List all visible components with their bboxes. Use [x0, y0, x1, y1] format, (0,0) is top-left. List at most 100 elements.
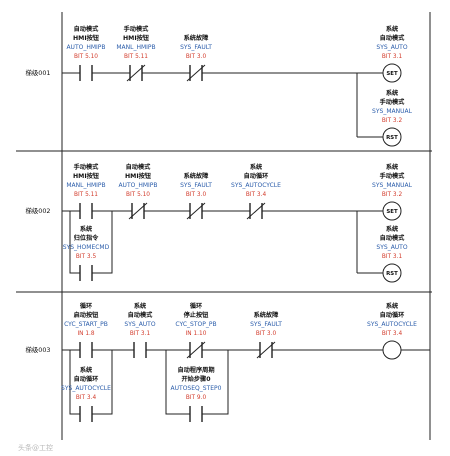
- wire: [202, 350, 229, 415]
- element-name: 自动模式: [74, 25, 100, 33]
- element-address: BIT 5.10: [126, 192, 150, 198]
- element-name: 系统: [80, 225, 93, 233]
- element-address: BIT 5.11: [74, 192, 98, 198]
- element-address: BIT 9.0: [186, 395, 207, 401]
- element-tag: SYS_MANUAL: [372, 182, 413, 189]
- element-tag: MANL_HMIPB: [66, 182, 105, 189]
- element-tag: SYS_FAULT: [180, 44, 212, 51]
- contact-sys-fault[interactable]: 系统故障 SYS_FAULT BIT 3.0: [180, 172, 212, 221]
- element-name: 系统故障: [184, 34, 210, 42]
- element-address: BIT 5.10: [74, 54, 98, 60]
- element-tag: CYC_STOP_PB: [175, 321, 216, 328]
- element-address: BIT 3.0: [186, 54, 207, 60]
- rung-label: 梯级001: [26, 68, 51, 77]
- coil-type-label: RST: [386, 271, 398, 277]
- element-name: 归位指令: [74, 234, 100, 242]
- element-name: 系统: [386, 302, 399, 310]
- element-name: 自动程序周期: [177, 366, 214, 374]
- element-name: 系统: [386, 25, 399, 33]
- element-address: BIT 3.2: [382, 118, 403, 124]
- element-tag: SYS_AUTO: [124, 321, 155, 328]
- element-tag: AUTO_HMIPB: [118, 182, 157, 189]
- element-address: BIT 3.2: [382, 192, 403, 198]
- element-address: BIT 3.4: [76, 395, 97, 401]
- rung-label: 梯级003: [26, 345, 51, 354]
- element-name: 手动模式: [74, 163, 100, 171]
- element-name: 启动按钮: [74, 311, 100, 319]
- element-address: IN 1.8: [77, 331, 94, 337]
- element-tag: CYC_START_PB: [64, 321, 108, 328]
- element-tag: SYS_FAULT: [180, 182, 212, 189]
- element-name: 手动模式: [124, 25, 150, 33]
- element-address: BIT 3.0: [186, 192, 207, 198]
- element-name: 自动模式: [128, 311, 154, 319]
- element-name: 系统: [386, 163, 399, 171]
- rung-label: 梯级002: [26, 206, 51, 215]
- element-name: 自动循环: [244, 172, 269, 180]
- element-name: 手动模式: [380, 172, 406, 180]
- element-name: HMI按钮: [73, 34, 100, 42]
- element-tag: SYS_FAULT: [250, 321, 282, 328]
- contact-sys-fault[interactable]: 系统故障 SYS_FAULT BIT 3.0: [180, 34, 212, 83]
- wire: [69, 211, 80, 274]
- element-tag: SYS_HOMECMD: [63, 244, 110, 251]
- element-tag: SYS_AUTOCYCLE: [231, 182, 281, 189]
- element-name: HMI按钮: [73, 172, 100, 180]
- element-address: BIT 5.11: [124, 54, 148, 60]
- element-tag: AUTOSEQ_STEP0: [171, 385, 222, 392]
- wire: [165, 350, 190, 415]
- element-address: BIT 3.1: [382, 254, 403, 260]
- element-tag: MANL_HMIPB: [116, 44, 155, 51]
- element-address: BIT 3.4: [246, 192, 267, 198]
- element-name: 循环: [80, 302, 92, 310]
- element-name: 系统: [386, 89, 399, 97]
- element-name: 系统: [250, 163, 263, 171]
- element-address: BIT 3.4: [382, 331, 403, 337]
- element-name: 循环: [190, 302, 202, 310]
- element-name: HMI按钮: [125, 172, 152, 180]
- element-name: 自动模式: [126, 163, 152, 171]
- coil-type-label: RST: [386, 135, 398, 141]
- element-name: 系统: [386, 225, 399, 233]
- element-name: HMI按钮: [123, 34, 150, 42]
- element-address: BIT 3.1: [382, 54, 403, 60]
- element-tag: SYS_AUTO: [376, 244, 407, 251]
- element-tag: SYS_AUTOCYCLE: [61, 385, 111, 392]
- element-name: 停止按钮: [184, 311, 210, 319]
- element-address: BIT 3.1: [130, 331, 151, 337]
- element-name: 自动循环: [380, 311, 405, 319]
- element-tag: SYS_AUTOCYCLE: [367, 321, 417, 328]
- element-name: 系统: [134, 302, 147, 310]
- wire: [92, 350, 113, 415]
- wire: [69, 350, 80, 415]
- element-tag: SYS_MANUAL: [372, 108, 413, 115]
- element-name: 自动模式: [380, 34, 406, 42]
- coil-type-label: SET: [386, 209, 398, 215]
- element-address: BIT 3.5: [76, 254, 97, 260]
- coil-type-label: SET: [386, 71, 398, 77]
- element-name: 系统故障: [184, 172, 210, 180]
- element-tag: AUTO_HMIPB: [66, 44, 105, 51]
- element-name: 自动模式: [380, 234, 406, 242]
- watermark: 头条@工控: [18, 443, 53, 452]
- element-name: 系统故障: [254, 311, 280, 319]
